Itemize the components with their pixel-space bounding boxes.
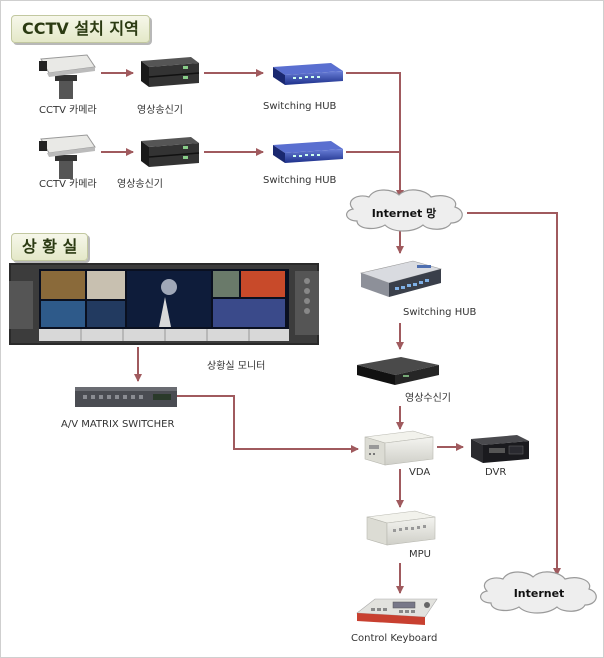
camera-2-label: CCTV 카메라 bbox=[39, 179, 97, 190]
internet-network-label: Internet 망 bbox=[372, 206, 437, 220]
receiver-label: 영상수신기 bbox=[405, 393, 451, 404]
hub-1-label: Switching HUB bbox=[263, 101, 337, 112]
internet-cloud: Internet bbox=[480, 571, 597, 614]
internet-network-cloud: Internet 망 bbox=[346, 189, 463, 232]
wire-matrix-vda bbox=[177, 395, 359, 453]
matrix-label: A/V MATRIX SWITCHER bbox=[61, 419, 175, 430]
keyboard-label: Control Keyboard bbox=[351, 633, 438, 644]
switching-hub-icon bbox=[273, 141, 343, 163]
vda-icon bbox=[364, 430, 434, 466]
main-hub-label: Switching HUB bbox=[403, 307, 477, 318]
hub-2-label: Switching HUB bbox=[263, 175, 337, 186]
transmitter-1-label: 영상송신기 bbox=[137, 105, 183, 116]
transmitter-2-label: 영상송신기 bbox=[117, 179, 163, 190]
control-room-monitor-icon bbox=[9, 263, 319, 345]
internet-label: Internet bbox=[514, 587, 565, 600]
video-receiver-icon bbox=[357, 357, 439, 385]
cctv-area-title: CCTV 설치 지역 bbox=[11, 15, 150, 43]
main-switching-hub-icon bbox=[359, 260, 443, 297]
control-room-title: 상 황 실 bbox=[11, 233, 89, 261]
cctv-camera-icon bbox=[39, 54, 96, 99]
dvr-icon bbox=[471, 435, 529, 463]
mpu-icon bbox=[366, 510, 436, 546]
video-transmitter-icon bbox=[141, 57, 200, 87]
video-transmitter-icon bbox=[141, 137, 200, 167]
vda-label: VDA bbox=[409, 467, 431, 478]
wire-hub1-internet bbox=[346, 72, 404, 198]
camera-1-label: CCTV 카메라 bbox=[39, 105, 97, 116]
cctv-camera-icon bbox=[39, 134, 96, 179]
mpu-label: MPU bbox=[409, 549, 431, 560]
control-keyboard-icon bbox=[356, 598, 438, 625]
monitor-label: 상황실 모니터 bbox=[207, 361, 266, 372]
av-matrix-switcher-icon bbox=[75, 387, 177, 407]
dvr-label: DVR bbox=[485, 467, 507, 478]
switching-hub-icon bbox=[273, 63, 343, 85]
wire-internet-internet bbox=[467, 212, 561, 576]
